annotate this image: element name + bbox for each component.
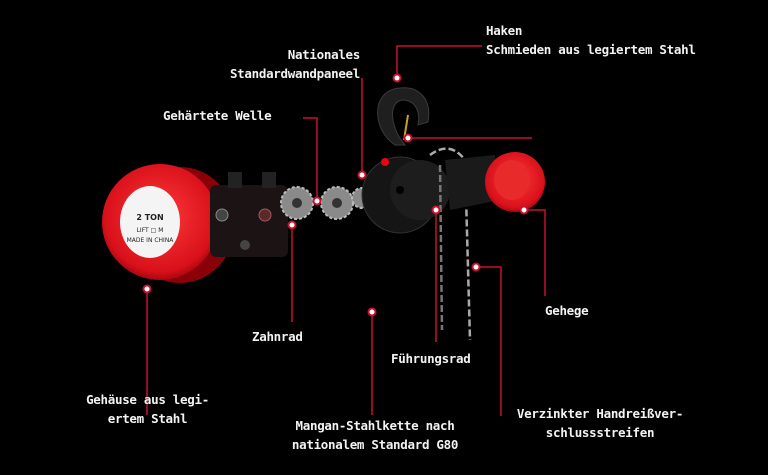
origin-lettering: MADE IN CHINA <box>127 237 175 244</box>
label-hand-chain-line1: Verzinkter Handreißver- <box>516 406 684 421</box>
label-housing: Gehäuse aus legi- ertem Stahl <box>70 390 225 428</box>
label-hook: Haken Schmieden aus legiertem Stahl <box>486 21 696 59</box>
label-wall-panel-line2: Standardwandpaneel <box>229 66 360 81</box>
housing-cover: 2 TON LIFT □ M MADE IN CHINA <box>102 164 235 283</box>
label-hook-line1: Haken <box>486 23 523 38</box>
leader-lines <box>146 45 546 416</box>
capacity-lettering: 2 TON <box>136 213 163 222</box>
label-hand-chain-line2: schlussstreifen <box>545 425 655 440</box>
label-chain: Mangan-Stahlkette nach nationalem Standa… <box>270 416 480 454</box>
label-hook-line2: Schmieden aus legiertem Stahl <box>486 42 696 57</box>
label-wall-panel: Nationales Standardwandpaneel <box>230 45 360 83</box>
load-chain <box>376 225 426 335</box>
label-gear: Zahnrad <box>252 329 303 344</box>
main-body <box>361 156 450 234</box>
label-cover: Gehege <box>545 303 589 318</box>
lift-lettering: LIFT □ M <box>137 227 164 234</box>
label-shaft: Gehärtete Welle <box>163 108 272 123</box>
label-hand-chain: Verzinkter Handreißver- schlussstreifen <box>500 404 700 442</box>
callout-dots <box>142 73 529 317</box>
label-housing-line2: ertem Stahl <box>107 411 188 426</box>
label-chain-line2: nationalem Standard G80 <box>291 437 459 452</box>
hook <box>377 87 430 146</box>
right-cover <box>445 152 545 212</box>
label-housing-line1: Gehäuse aus legi- <box>86 392 209 407</box>
brake-body <box>210 172 288 257</box>
label-guide-wheel: Führungsrad <box>391 351 471 366</box>
label-chain-line1: Mangan-Stahlkette nach <box>295 418 455 433</box>
label-wall-panel-line1: Nationales <box>287 47 361 62</box>
